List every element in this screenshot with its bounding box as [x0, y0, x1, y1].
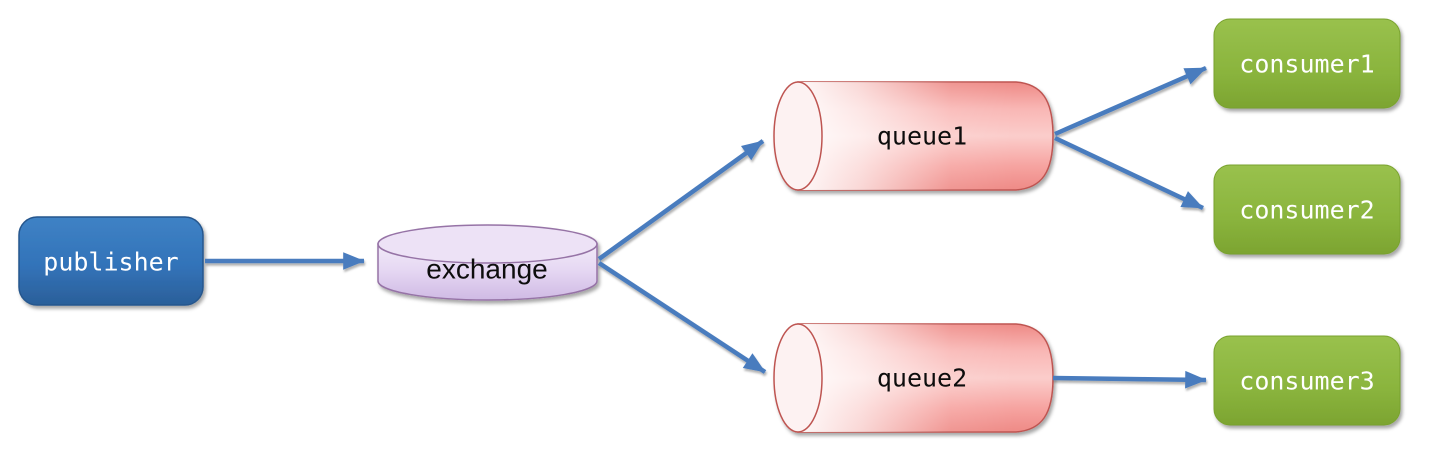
publisher-label: publisher: [43, 248, 178, 277]
arrow-queue1-to-consumer2: [1054, 135, 1204, 211]
exchange-label: exchange: [426, 254, 547, 285]
queue1-cylinder-sheen: [798, 82, 1053, 190]
edges: [205, 65, 1207, 389]
exchange-cylinder-top: [377, 224, 598, 264]
queue1-node: queue1: [773, 81, 1054, 191]
arrow-queue1-to-consumer1: [1054, 65, 1207, 137]
queue2-node: queue2: [773, 323, 1054, 433]
arrow-queue2-to-consumer3: [1052, 370, 1207, 389]
arrow-exchange-to-queue2: [597, 261, 767, 374]
exchange-node: exchange: [377, 224, 598, 301]
consumer2-node: consumer2: [1213, 164, 1401, 255]
consumer1-label: consumer1: [1239, 50, 1374, 79]
publisher-box: [18, 216, 204, 306]
publisher-node: publisher: [18, 216, 204, 306]
consumer1-box: [1213, 18, 1401, 109]
queue2-cylinder-sheen: [798, 324, 1053, 432]
consumer2-label: consumer2: [1239, 196, 1374, 225]
queue1-cylinder-cap: [773, 81, 823, 191]
queue2-cylinder-cap: [773, 323, 823, 433]
consumer2-box: [1213, 164, 1401, 255]
arrow-exchange-to-queue1: [597, 139, 765, 261]
queue2-label: queue2: [877, 364, 967, 393]
consumer3-box: [1213, 335, 1401, 426]
queue1-label: queue1: [877, 122, 967, 151]
consumer3-node: consumer3: [1213, 335, 1401, 426]
consumer3-label: consumer3: [1239, 367, 1374, 396]
consumer1-node: consumer1: [1213, 18, 1401, 109]
